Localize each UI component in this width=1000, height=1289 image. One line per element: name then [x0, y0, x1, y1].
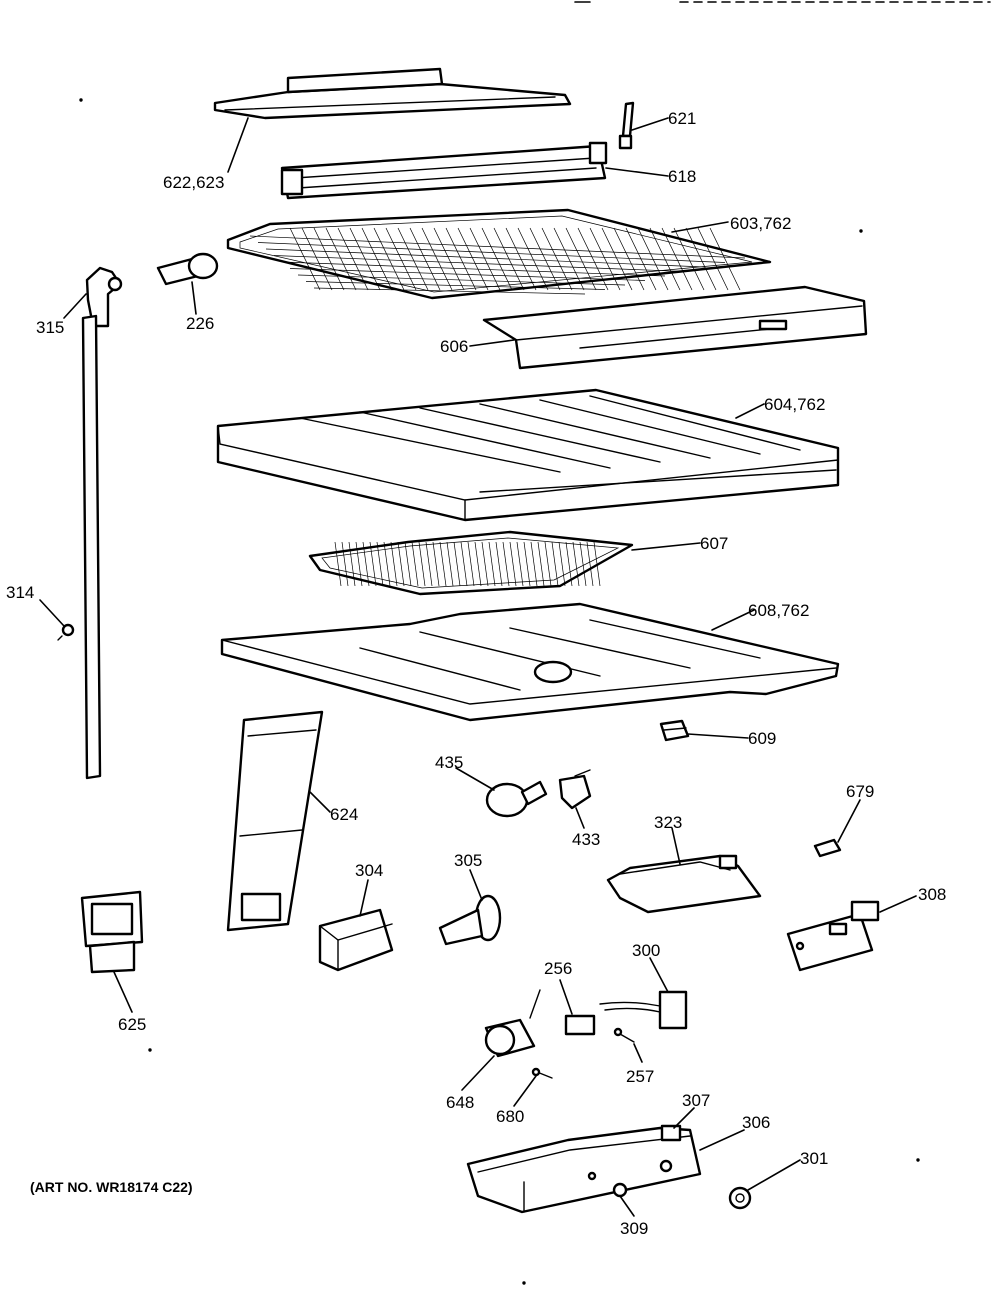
screen-grid [334, 541, 601, 587]
label-300: 300 [632, 941, 660, 960]
label-603-762: 603,762 [730, 214, 791, 233]
part-rail-vertical[interactable] [81, 314, 102, 780]
label-256: 256 [544, 959, 572, 978]
label-304: 304 [355, 861, 383, 880]
part-621-clip[interactable] [618, 101, 635, 150]
label-625: 625 [118, 1015, 146, 1034]
part-604-762-tray[interactable] [216, 388, 840, 522]
part-679[interactable] [813, 838, 842, 858]
scan-specks [79, 98, 920, 1285]
label-435: 435 [435, 753, 463, 772]
part-300-switch[interactable] [599, 990, 688, 1030]
label-607: 607 [700, 534, 728, 553]
art-number: (ART NO. WR18174 C22) [30, 1179, 193, 1195]
part-306-bracket[interactable] [466, 1126, 702, 1214]
label-624: 624 [330, 805, 358, 824]
label-608-762: 608,762 [748, 601, 809, 620]
label-306: 306 [742, 1113, 770, 1132]
label-307: 307 [682, 1091, 710, 1110]
part-607-screen[interactable] [308, 530, 634, 596]
part-603-762-wire-shelf[interactable] [226, 208, 772, 300]
part-608-762-tray[interactable] [220, 602, 840, 722]
part-625[interactable] [80, 890, 144, 974]
label-609: 609 [748, 729, 776, 748]
label-314: 314 [6, 583, 34, 602]
part-305-knob[interactable] [438, 894, 502, 946]
part-323-bracket[interactable] [606, 854, 762, 914]
part-257-screw[interactable] [613, 1027, 635, 1043]
leader-lines [39, 117, 917, 1217]
label-622-623: 622,623 [163, 173, 224, 192]
part-304-housing[interactable] [318, 908, 394, 972]
label-679: 679 [846, 782, 874, 801]
label-618: 618 [668, 167, 696, 186]
part-226[interactable] [156, 252, 219, 286]
part-435-bulb[interactable] [485, 780, 548, 818]
label-305: 305 [454, 851, 482, 870]
part-308-plate[interactable] [786, 900, 880, 972]
label-308: 308 [918, 885, 946, 904]
label-433: 433 [572, 830, 600, 849]
label-315: 315 [36, 318, 64, 337]
part-309[interactable] [612, 1182, 628, 1198]
part-622-623-cover[interactable] [213, 67, 572, 120]
label-226: 226 [186, 314, 214, 333]
wire-shelf-grid [249, 227, 746, 295]
part-314-screw[interactable] [57, 623, 75, 641]
label-604-762: 604,762 [764, 395, 825, 414]
label-309: 309 [620, 1219, 648, 1238]
part-433-socket[interactable] [558, 769, 592, 810]
label-606: 606 [440, 337, 468, 356]
part-256[interactable] [564, 1014, 596, 1036]
label-680: 680 [496, 1107, 524, 1126]
part-301-nut[interactable] [728, 1186, 752, 1210]
part-609[interactable] [659, 719, 690, 742]
label-323: 323 [654, 813, 682, 832]
label-301: 301 [800, 1149, 828, 1168]
part-307[interactable] [660, 1124, 682, 1142]
part-648-motor[interactable] [484, 989, 541, 1058]
part-624-panel[interactable] [226, 710, 324, 932]
part-680-screw[interactable] [531, 1067, 553, 1079]
part-618-rail[interactable] [280, 141, 608, 200]
label-621: 621 [668, 109, 696, 128]
part-315-bracket[interactable] [85, 266, 123, 328]
part-606-pan[interactable] [482, 285, 868, 370]
label-648: 648 [446, 1093, 474, 1112]
part-labels: 622,623 621 618 603,762 315 226 606 604,… [6, 109, 946, 1238]
label-257: 257 [626, 1067, 654, 1086]
